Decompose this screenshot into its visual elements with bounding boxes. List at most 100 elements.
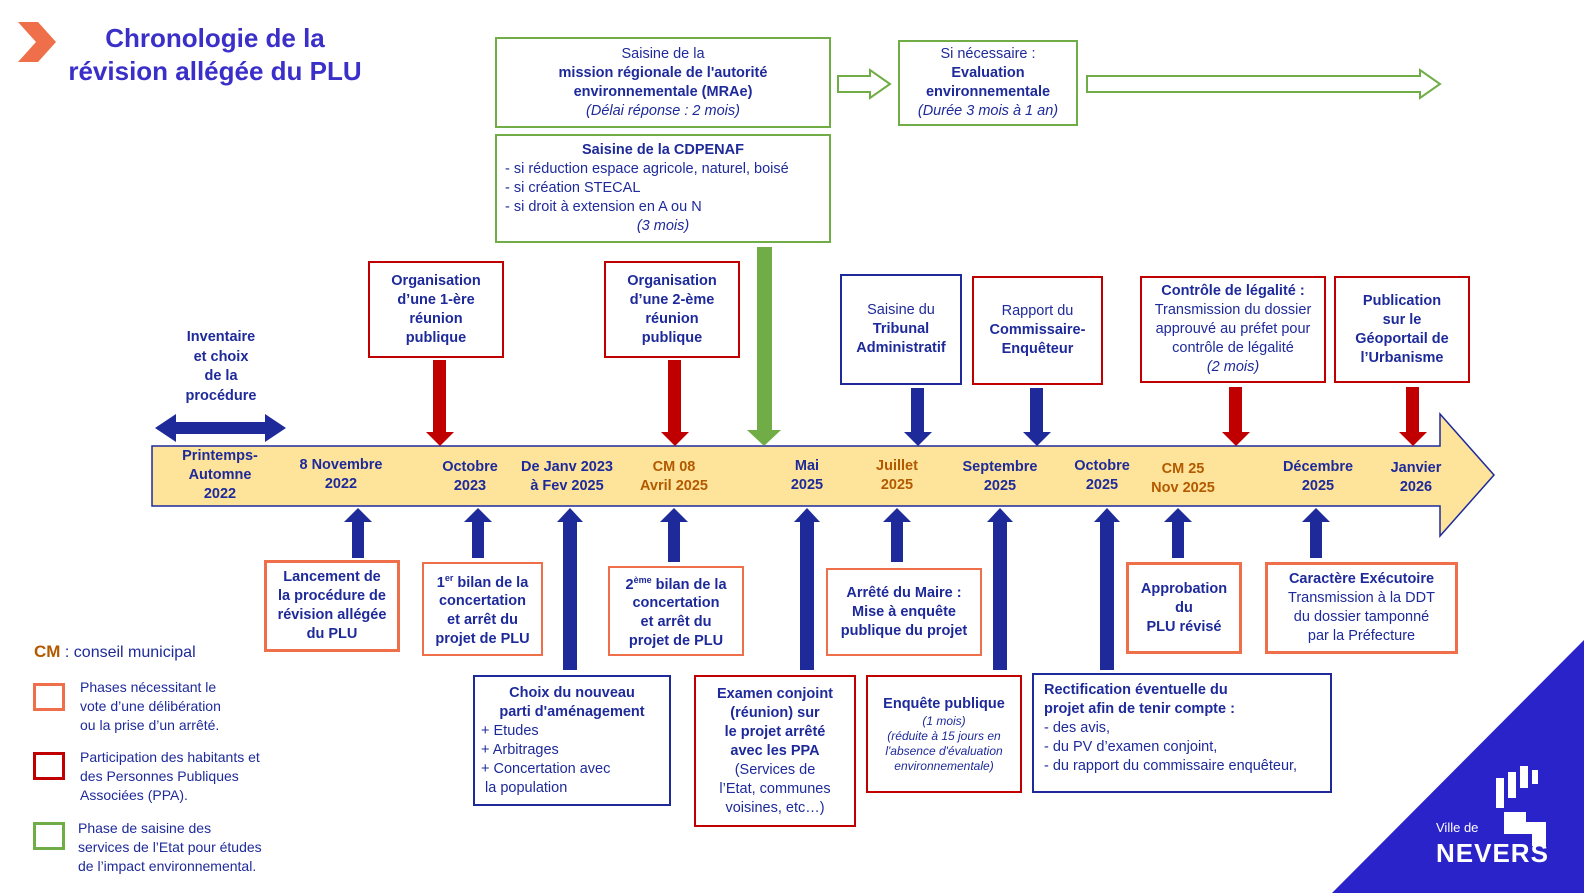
approbation-line3: PLU révisé (1146, 618, 1222, 635)
cdpenaf-line3: - si droit à extension en A ou N (505, 199, 702, 215)
bilan1-line4: projet de PLU (435, 631, 530, 648)
executoire-line3: du dossier tamponné (1293, 609, 1430, 625)
rectif-line2: projet afin de tenir compte : (1044, 701, 1235, 717)
date-printemps-2022: Printemps- Automne 2022 (170, 447, 270, 504)
enquete-line2: (1 mois) (922, 713, 966, 728)
reunion2-line3: réunion (645, 310, 699, 327)
up-arrow-choix (557, 508, 583, 670)
reunion1-line2: d’une 1-ère (397, 291, 475, 308)
green-arrow-1 (837, 68, 892, 100)
inventaire-line3: de la (204, 368, 238, 384)
reunion2-line4: publique (641, 329, 703, 346)
date-line: Printemps- (182, 448, 258, 464)
up-arrow-lancement (344, 508, 372, 558)
date-oct-2025: Octobre 2025 (1062, 457, 1142, 495)
lancement-line2: la procédure de (278, 588, 386, 604)
navy-arrow-tribunal (904, 388, 932, 446)
choix-line4: + Arbitrages (481, 741, 559, 758)
choix-line6: la population (481, 779, 568, 796)
date-line: 2025 (790, 477, 824, 493)
examen-line6: l’Etat, communes (719, 780, 831, 797)
controle-line2: Transmission du dossier (1154, 302, 1312, 318)
legend-orange-swatch (33, 683, 65, 711)
publication-box: Publication sur le Géoportail de l’Urban… (1334, 276, 1470, 383)
examen-line7: voisines, etc…) (725, 799, 825, 816)
arrete-box: Arrêté du Maire : Mise à enquête publiqu… (826, 568, 982, 656)
publication-line2: sur le (1382, 311, 1422, 328)
date-line: 2022 (203, 486, 237, 502)
bilan2-sup: ème (633, 574, 652, 585)
date-mai-2025: Mai 2025 (772, 457, 842, 495)
rectif-box: Rectification éventuelle du projet afin … (1032, 673, 1332, 793)
red-arrow-controle (1222, 387, 1250, 446)
date-cm-avril-2025: CM 08 Avril 2025 (624, 458, 724, 496)
date-line: à Fev 2025 (530, 478, 604, 494)
date-line: 2025 (880, 477, 914, 493)
rapport-box: Rapport du Commissaire- Enquêteur (972, 276, 1103, 385)
date-line: 2023 (453, 478, 487, 494)
bilan1-num: 1 (436, 574, 445, 591)
date-line: Octobre (1074, 458, 1130, 474)
legend-cm: CM : conseil municipal (34, 642, 196, 663)
bilan1-line1: 1er bilan de la (430, 569, 535, 593)
date-line: Juillet (876, 458, 918, 474)
approbation-box: Approbation du PLU révisé (1126, 562, 1242, 654)
date-juillet-2025: Juillet 2025 (862, 457, 932, 495)
mrae-line4: (Délai réponse : 2 mois) (586, 102, 740, 119)
choix-line2: parti d'aménagement (499, 703, 645, 720)
examen-line2: (réunion) sur (730, 704, 820, 721)
up-arrow-examen (794, 508, 820, 670)
legend-red-line3: Associées (PPA). (80, 787, 188, 803)
red-arrow-reunion1 (426, 360, 454, 446)
tribunal-line1: Saisine du (867, 302, 935, 318)
legend-green-swatch (33, 822, 65, 850)
enquete-line3: (réduite à 15 jours en (887, 728, 1001, 743)
legend-orange-line2: vote d’une délibération (80, 698, 221, 714)
page-title-line2: révision allégée du PLU (68, 56, 362, 86)
approbation-line1: Approbation (1140, 580, 1228, 597)
controle-line3: approuvé au préfet pour (1155, 321, 1311, 337)
cdpenaf-line2: - si création STECAL (505, 180, 641, 196)
choix-line5: + Concertation avec (481, 760, 611, 777)
examen-line1: Examen conjoint (716, 685, 834, 702)
timeline-arrow (151, 412, 1496, 538)
date-line: 2025 (983, 478, 1017, 494)
executoire-box: Caractère Exécutoire Transmission à la D… (1265, 562, 1458, 654)
date-line: De Janv 2023 (521, 459, 613, 475)
green-arrow-2 (1086, 68, 1442, 100)
up-arrow-approbation (1164, 508, 1192, 558)
mrae-box: Saisine de la mission régionale de l'aut… (495, 37, 831, 128)
reunion1-line4: publique (405, 329, 467, 346)
rapport-line1: Rapport du (1001, 303, 1074, 319)
lancement-line4: du PLU (306, 626, 358, 642)
legend-red-line2: des Personnes Publiques (80, 768, 239, 784)
controle-line1: Contrôle de légalité : (1161, 283, 1305, 299)
date-dec-2025: Décembre 2025 (1268, 458, 1368, 496)
choix-line1: Choix du nouveau (509, 684, 635, 701)
logo-ville-de: Ville de (1436, 820, 1479, 835)
green-down-arrow (747, 247, 781, 446)
examen-line5: (Services de (734, 761, 816, 778)
date-line: 2022 (324, 476, 358, 492)
up-arrow-bilan1 (464, 508, 492, 558)
up-arrow-bilan2 (660, 508, 688, 562)
legend-red-line1: Participation des habitants et (80, 749, 260, 765)
evaluation-box: Si nécessaire : Evaluation environnement… (898, 40, 1078, 126)
enquete-line1: Enquête publique (883, 695, 1005, 712)
lancement-line1: Lancement de (283, 569, 381, 585)
bilan1-line3: et arrêt du (447, 612, 518, 629)
arrete-line1: Arrêté du Maire : (846, 584, 962, 601)
reunion2-line2: d’une 2-ème (629, 291, 715, 308)
red-arrow-publication (1399, 387, 1427, 446)
tribunal-line3: Administratif (856, 340, 946, 356)
executoire-line2: Transmission à la DDT (1288, 590, 1435, 606)
approbation-line2: du (1175, 599, 1193, 616)
publication-line4: l’Urbanisme (1360, 349, 1444, 366)
examen-line4: avec les PPA (730, 742, 820, 759)
date-nov-2022: 8 Novembre 2022 (286, 456, 396, 494)
date-line: Janvier (1390, 460, 1442, 476)
up-arrow-arrete (883, 508, 911, 562)
lancement-box: Lancement de la procédure de révision al… (264, 560, 400, 652)
date-line: Avril 2025 (640, 478, 708, 494)
